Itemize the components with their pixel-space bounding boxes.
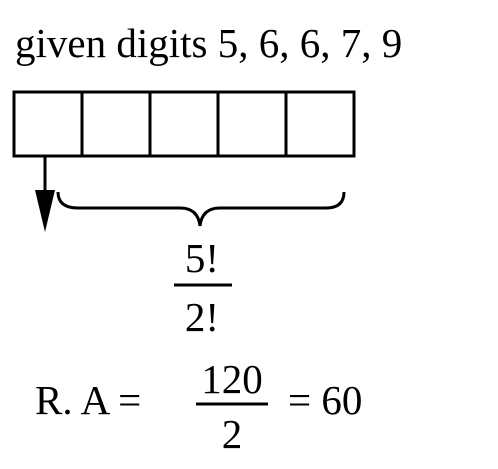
digit-box-1 bbox=[12, 90, 84, 158]
result-numerator: 120 bbox=[201, 356, 263, 402]
result-rhs: = 60 bbox=[288, 377, 362, 423]
factorial-fraction: 5! 2! bbox=[174, 235, 232, 340]
fraction-denominator: 2! bbox=[185, 294, 219, 340]
digit-box-4 bbox=[216, 90, 288, 158]
down-arrow-icon bbox=[35, 156, 55, 232]
result-denominator: 2 bbox=[222, 411, 243, 457]
digit-box-5 bbox=[284, 90, 356, 158]
digit-box-2 bbox=[80, 90, 152, 158]
result-lhs: R. A = bbox=[35, 377, 141, 423]
digit-box-3 bbox=[148, 90, 220, 158]
fraction-numerator: 5! bbox=[185, 235, 219, 281]
heading: given digits 5, 6, 6, 7, 9 bbox=[15, 20, 402, 66]
digit-boxes bbox=[12, 90, 356, 158]
curly-brace bbox=[56, 191, 346, 227]
result-equation: R. A = 120 2 = 60 bbox=[35, 356, 362, 457]
